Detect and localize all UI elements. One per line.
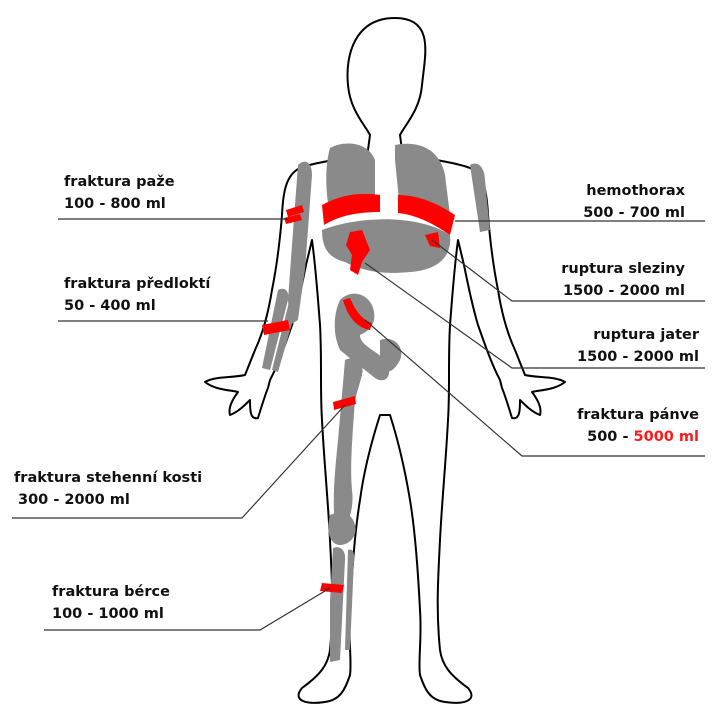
label-fraktura-predlokti: fraktura předloktí 50 - 400 ml (64, 273, 210, 317)
label-hemothorax: hemothorax 500 - 700 ml (583, 180, 685, 224)
label-name: fraktura stehenní kosti (14, 467, 202, 489)
label-volume: 1500 - 2000 ml (577, 346, 699, 368)
label-name: fraktura předloktí (64, 273, 210, 295)
label-volume: 300 - 2000 ml (14, 489, 202, 511)
label-volume: 100 - 800 ml (64, 193, 175, 215)
label-fraktura-panve: fraktura pánve 500 - 5000 ml (577, 404, 699, 448)
label-volume: 500 - 5000 ml (577, 426, 699, 448)
label-name: ruptura sleziny (561, 258, 685, 280)
label-name: fraktura paže (64, 171, 175, 193)
volume-highlight: 5000 ml (634, 429, 699, 445)
label-ruptura-jater: ruptura jater 1500 - 2000 ml (577, 324, 699, 368)
label-ruptura-sleziny: ruptura sleziny 1500 - 2000 ml (561, 258, 685, 302)
volume-prefix: 500 - (587, 429, 633, 445)
label-name: fraktura pánve (577, 404, 699, 426)
label-name: fraktura bérce (52, 581, 170, 603)
label-volume: 50 - 400 ml (64, 295, 210, 317)
label-volume: 1500 - 2000 ml (561, 280, 685, 302)
label-fraktura-stehenni-kosti: fraktura stehenní kosti 300 - 2000 ml (14, 467, 202, 511)
label-fraktura-berce: fraktura bérce 100 - 1000 ml (52, 581, 170, 625)
label-name: ruptura jater (577, 324, 699, 346)
label-volume: 500 - 700 ml (583, 202, 685, 224)
label-name: hemothorax (583, 180, 685, 202)
label-fraktura-paze: fraktura paže 100 - 800 ml (64, 171, 175, 215)
label-volume: 100 - 1000 ml (52, 603, 170, 625)
